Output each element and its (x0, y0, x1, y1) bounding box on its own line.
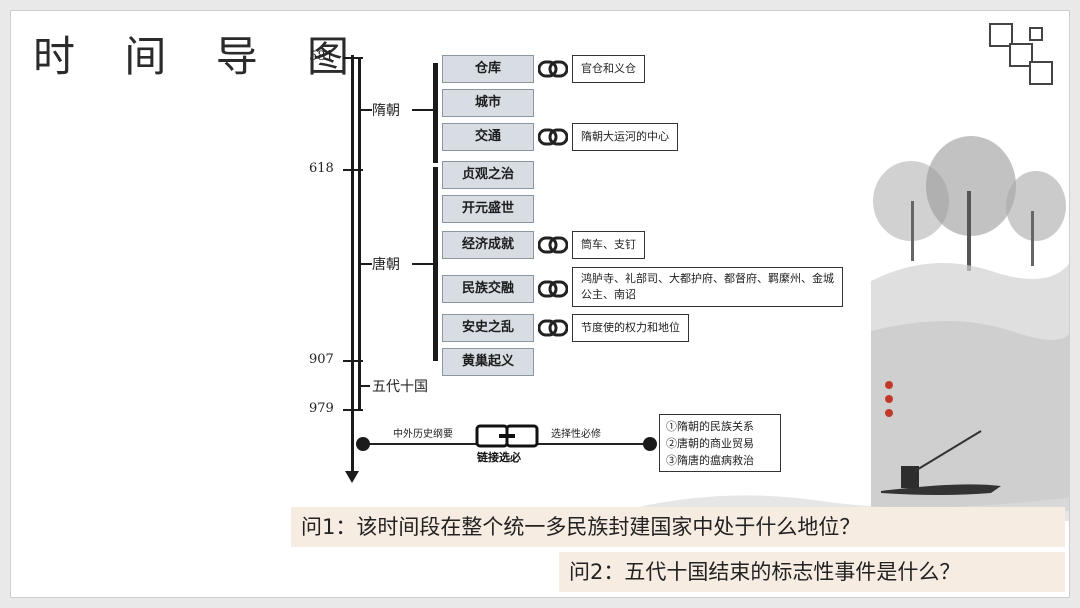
option-item: ②唐朝的商业贸易 (666, 437, 754, 450)
link-right-label: 选择性必修 (551, 429, 601, 440)
note-cangku: 官仓和义仓 (572, 55, 645, 83)
year-label: 618 (309, 161, 334, 176)
node-zhenguan: 贞观之治 (442, 161, 534, 189)
year-label: 581 (309, 49, 334, 64)
note-minzu-line2: 公主、南诏 (581, 288, 636, 301)
node-huangchao: 黄巢起义 (442, 348, 534, 376)
node-minzu: 民族交融 (442, 275, 534, 303)
dynasty-tick (360, 385, 370, 387)
chain-link-icon (538, 319, 568, 337)
line-endpoint-dot (356, 437, 370, 451)
corner-decoration (989, 23, 1057, 93)
node-cangku: 仓库 (442, 55, 534, 83)
chain-link-icon (538, 280, 568, 298)
note-anshi: 节度使的权力和地位 (572, 314, 689, 342)
note-jiaotong: 隋朝大运河的中心 (572, 123, 678, 151)
dynasty-wudai: 五代十国 (372, 379, 428, 395)
node-jiaotong: 交通 (442, 123, 534, 151)
link-left-label: 中外历史纲要 (393, 429, 453, 440)
note-jingji: 筒车、支钉 (572, 231, 645, 259)
node-anshi: 安史之乱 (442, 314, 534, 342)
node-jingji: 经济成就 (442, 231, 534, 259)
year-tick (343, 360, 363, 362)
dynasty-tick (360, 109, 372, 111)
dynasty-tick (360, 263, 372, 265)
dynasty-sui: 隋朝 (372, 103, 400, 119)
elective-options: ①隋朝的民族关系 ②唐朝的商业贸易 ③隋唐的瘟病救治 (659, 414, 781, 472)
line-endpoint-dot (643, 437, 657, 451)
sui-segment (358, 58, 361, 170)
chain-link-icon (538, 60, 568, 78)
node-kaiyuan: 开元盛世 (442, 195, 534, 223)
sui-bracket (433, 63, 438, 163)
year-tick (343, 57, 363, 59)
dynasty-tang: 唐朝 (372, 257, 400, 273)
question-1: 问1：该时间段在整个统一多民族封建国家中处于什么地位？ (291, 507, 1065, 547)
dynasty-connector (412, 109, 434, 111)
year-label: 979 (309, 401, 334, 416)
note-minzu-line1: 鸿胪寺、礼部司、大都护府、都督府、羁縻州、金城 (581, 272, 834, 285)
year-tick (343, 169, 363, 171)
option-item: ①隋朝的民族关系 (666, 420, 754, 433)
chain-link-icon (475, 424, 539, 448)
slide: 时 间 导 图 581 618 907 979 隋朝 (10, 10, 1070, 598)
tang-bracket (433, 167, 438, 361)
wudai-segment (358, 362, 361, 410)
year-tick (343, 409, 363, 411)
note-minzu: 鸿胪寺、礼部司、大都护府、都督府、羁縻州、金城 公主、南诏 (572, 267, 843, 307)
option-item: ③隋唐的瘟病救治 (666, 454, 754, 467)
chain-link-icon (538, 128, 568, 146)
dynasty-connector (412, 263, 434, 265)
node-chengshi: 城市 (442, 89, 534, 117)
chain-link-icon (538, 236, 568, 254)
ink-landscape-image (871, 136, 1069, 511)
year-label: 907 (309, 352, 334, 367)
tang-segment (358, 171, 361, 361)
link-center-label: 链接选必 (477, 451, 521, 464)
timeline-axis (351, 55, 354, 475)
arrow-down-icon (345, 471, 359, 483)
question-2: 问2：五代十国结束的标志性事件是什么？ (559, 552, 1065, 592)
page-title: 时 间 导 图 (33, 32, 368, 81)
